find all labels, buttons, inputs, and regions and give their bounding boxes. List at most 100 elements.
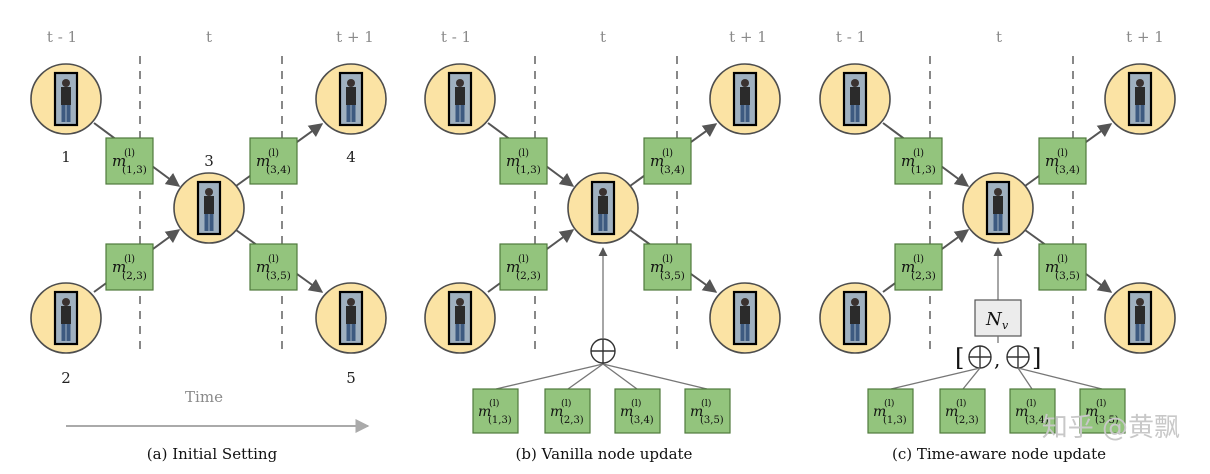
svg-text:(2,3): (2,3) (560, 415, 584, 426)
aggregation-line (602, 363, 638, 390)
svg-text:m: m (901, 258, 915, 276)
svg-text:m: m (650, 152, 664, 170)
time-label-t-minus-1: t - 1 (836, 28, 866, 46)
message-box-2-3: m (l) (2,3) (499, 243, 548, 291)
svg-text:(l): (l) (884, 398, 894, 409)
time-label-t-plus-1: t + 1 (1126, 28, 1164, 46)
svg-text:m: m (945, 404, 958, 420)
svg-text:m: m (506, 258, 520, 276)
detection-node (819, 282, 891, 354)
aggregated-message-box: m (l) (1,3) (867, 388, 914, 434)
svg-text:(3,5): (3,5) (700, 415, 724, 426)
svg-text:(l): (l) (631, 398, 641, 409)
svg-text:(l): (l) (662, 148, 673, 159)
watermark: 知乎 @黄飘 (1042, 413, 1180, 443)
node-number: 2 (61, 369, 71, 387)
aggregation-line (962, 367, 981, 390)
svg-text:(l): (l) (268, 254, 279, 265)
time-label-t-minus-1: t - 1 (441, 28, 471, 46)
message-box-3-4: m (l) (3,4) (643, 137, 692, 185)
aggregated-message-box: m (l) (3,4) (1009, 388, 1056, 434)
aggregated-message-box: m (l) (2,3) (939, 388, 986, 434)
node-number: 5 (346, 369, 356, 387)
message-box-3-5: m (l) (3,5) (1038, 243, 1087, 291)
svg-text:(3,5): (3,5) (1055, 270, 1080, 282)
node-number: 3 (204, 152, 214, 170)
detection-node (424, 282, 496, 354)
svg-text:(l): (l) (518, 148, 529, 159)
svg-text:(l): (l) (1057, 148, 1068, 159)
message-box-3-5: m (l) (3,5) (249, 243, 298, 291)
svg-text:(3,4): (3,4) (660, 164, 685, 176)
panel-caption: (b) Vanilla node update (516, 445, 693, 463)
svg-text:m: m (690, 404, 703, 420)
svg-text:(2,3): (2,3) (911, 270, 936, 282)
aggregation-line (602, 363, 708, 390)
svg-text:(l): (l) (1057, 254, 1068, 265)
aggregation-line (1017, 367, 1103, 390)
svg-text:m: m (550, 404, 563, 420)
svg-text:(l): (l) (518, 254, 529, 265)
svg-text:(1,3): (1,3) (488, 415, 512, 426)
time-label-t: t (600, 28, 606, 46)
svg-text:(1,3): (1,3) (516, 164, 541, 176)
svg-text:m: m (873, 404, 886, 420)
svg-text:m: m (112, 152, 126, 170)
message-box-3-5: m (l) (3,5) (643, 243, 692, 291)
time-label-t-plus-1: t + 1 (729, 28, 767, 46)
time-label-t-plus-1: t + 1 (336, 28, 374, 46)
svg-text:(2,3): (2,3) (122, 270, 147, 282)
detection-node-5 (315, 282, 387, 354)
svg-text:(l): (l) (124, 148, 135, 159)
svg-text:(2,3): (2,3) (955, 415, 979, 426)
svg-text:(3,5): (3,5) (1095, 415, 1119, 426)
svg-text:(3,4): (3,4) (1025, 415, 1049, 426)
aggregated-message-box: m (l) (3,5) (684, 388, 731, 434)
message-box-3-4: m (l) (3,4) (1038, 137, 1087, 185)
detection-node (709, 282, 781, 354)
svg-text:(3,4): (3,4) (1055, 164, 1080, 176)
svg-text:(l): (l) (1026, 398, 1036, 409)
sum-aggregator (590, 338, 616, 364)
message-box-2-3: m (l) (2,3) (105, 243, 154, 291)
detection-node-2 (30, 282, 102, 354)
time-axis-label: Time (185, 388, 223, 406)
node-number: 4 (346, 148, 356, 166)
svg-text:(2,3): (2,3) (516, 270, 541, 282)
aggregation-line (495, 363, 604, 390)
aggregated-message-box: m (l) (3,5) (1079, 388, 1126, 434)
svg-text:m: m (1085, 404, 1098, 420)
detection-node (1104, 63, 1176, 135)
mlp-box: N v (974, 299, 1022, 337)
detection-node (819, 63, 891, 135)
svg-text:m: m (112, 258, 126, 276)
message-box-2-3: m (l) (2,3) (894, 243, 943, 291)
svg-text:(l): (l) (124, 254, 135, 265)
svg-text:N: N (985, 309, 1003, 330)
message-box-3-4: m (l) (3,4) (249, 137, 298, 185)
detection-node (709, 63, 781, 135)
svg-text:(l): (l) (268, 148, 279, 159)
svg-text:m: m (478, 404, 491, 420)
time-label-t: t (206, 28, 212, 46)
right-bracket: ] (1032, 344, 1041, 372)
concat-sum-aggregator: [ , ] (955, 344, 1041, 372)
svg-text:(l): (l) (489, 398, 499, 409)
aggregation-line (890, 367, 981, 390)
sum-aggregator (968, 345, 992, 369)
message-box-1-3: m (l) (1,3) (499, 137, 548, 185)
time-label-t: t (996, 28, 1002, 46)
svg-text:m: m (1015, 404, 1028, 420)
detection-node-1 (30, 63, 102, 135)
svg-text:(3,4): (3,4) (630, 415, 654, 426)
svg-text:m: m (256, 258, 270, 276)
aggregated-message-box: m (l) (3,4) (614, 388, 661, 434)
detection-node-3 (173, 172, 245, 244)
svg-text:(l): (l) (956, 398, 966, 409)
panel-caption: (a) Initial Setting (147, 445, 278, 463)
svg-text:(l): (l) (1096, 398, 1106, 409)
detection-node (1104, 282, 1176, 354)
svg-text:m: m (1045, 258, 1059, 276)
left-bracket: [ (955, 344, 964, 372)
svg-text:m: m (620, 404, 633, 420)
